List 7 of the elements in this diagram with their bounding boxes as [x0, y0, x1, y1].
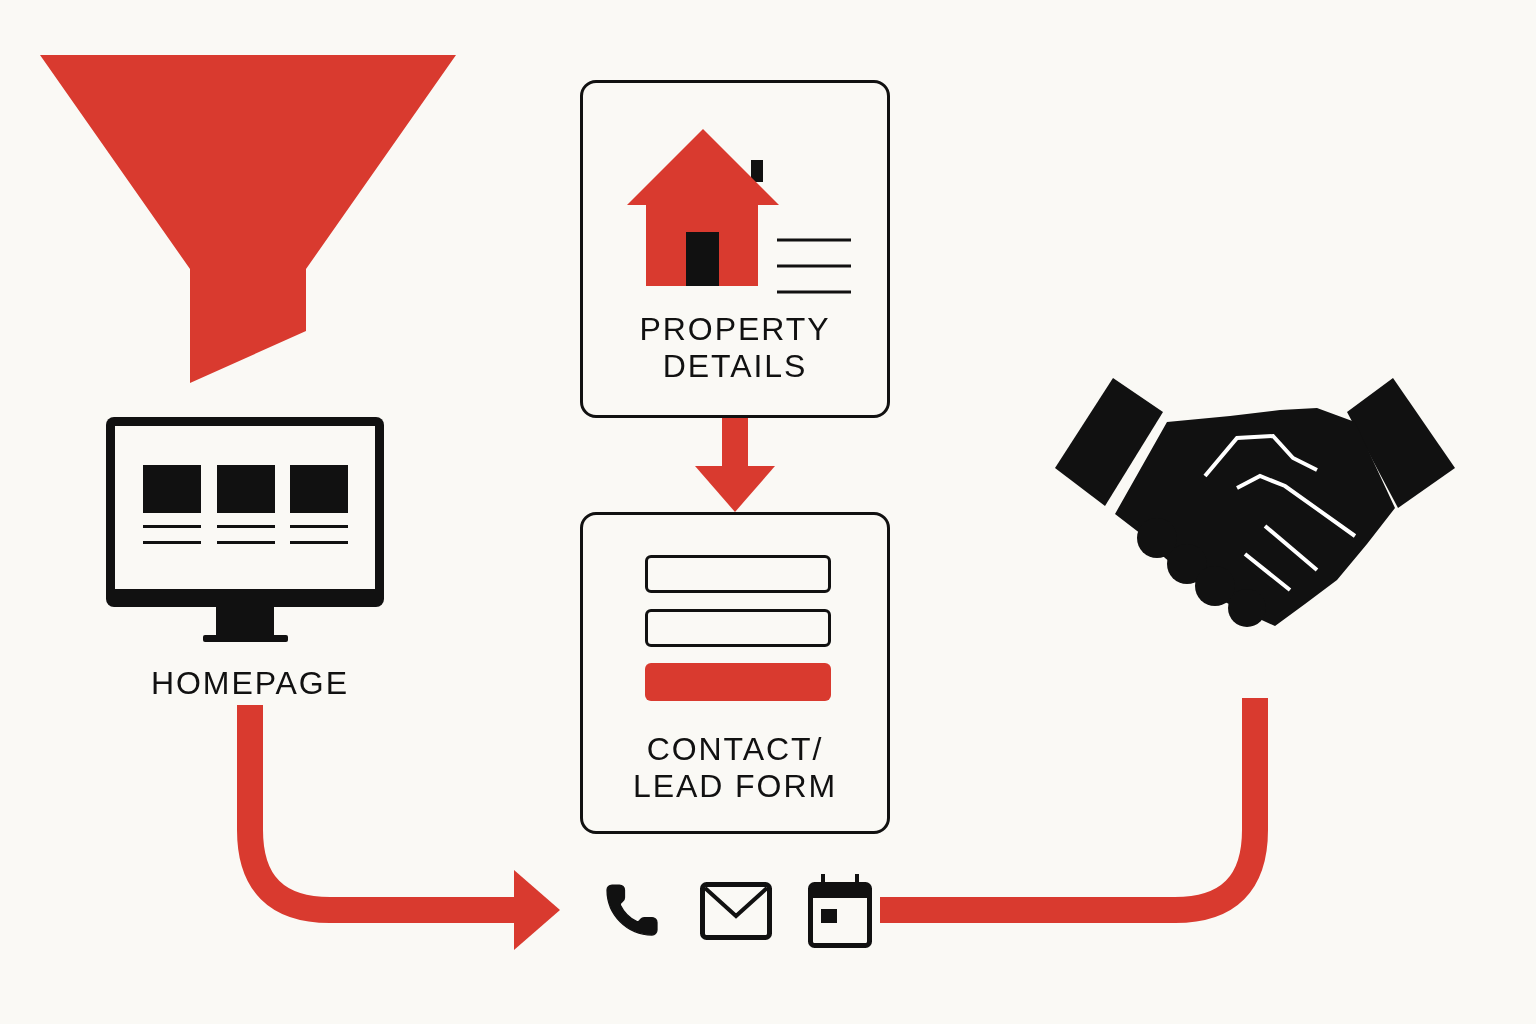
connector-line: [880, 698, 1268, 923]
arrow: [695, 418, 775, 512]
node-label: CONTACT/ LEAD FORM: [632, 731, 838, 805]
form-card: [580, 512, 890, 834]
property-card: [580, 80, 890, 418]
node-label: HOMEPAGE: [150, 665, 350, 702]
node-label: PROPERTY DETAILS: [638, 311, 832, 385]
